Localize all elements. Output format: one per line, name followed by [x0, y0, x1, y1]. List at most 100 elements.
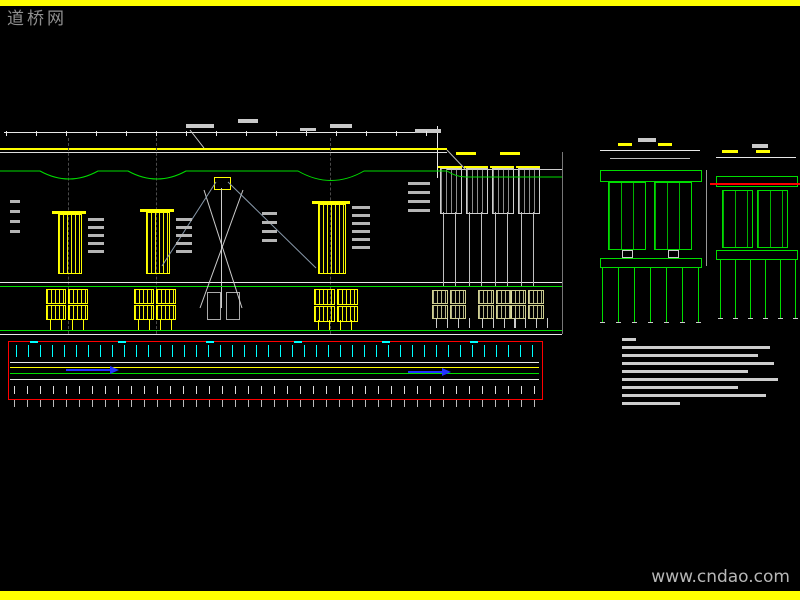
- dim-tick: [246, 131, 247, 136]
- survey-tick: [208, 345, 209, 357]
- survey-tick: [484, 345, 485, 357]
- annotation-stub: [408, 209, 430, 212]
- scale-tick: [235, 400, 236, 407]
- chainage-tick: [469, 386, 470, 394]
- scale-tick: [326, 400, 327, 407]
- chainage-tick: [326, 386, 327, 394]
- annotation-stub: [262, 239, 277, 242]
- survey-tick: [316, 345, 317, 357]
- section-pile-tip: [793, 318, 798, 319]
- scale-tick: [27, 400, 28, 407]
- chainage-tick: [521, 386, 522, 394]
- annotation-stub: [10, 220, 20, 223]
- annotation-stub-yellow: [456, 152, 476, 155]
- chainage-tick: [417, 386, 418, 394]
- annotation-stub: [10, 230, 20, 233]
- dim-leader: [189, 129, 205, 149]
- section2-box-cell-right: [757, 190, 788, 248]
- chainage-tick: [157, 386, 158, 394]
- approach-pier4: [518, 168, 540, 214]
- annotation-stub: [88, 242, 104, 245]
- approach-pier1-bearing: [438, 166, 462, 168]
- approach-pile-stub: [482, 318, 483, 328]
- ground-line-upper-green: [0, 286, 562, 287]
- chainage-tick: [105, 386, 106, 394]
- survey-label-stub: [294, 341, 302, 343]
- chainage-tick: [495, 386, 496, 394]
- survey-tick: [400, 345, 401, 357]
- survey-tick: [160, 345, 161, 357]
- survey-label-stub: [470, 341, 478, 343]
- pier2-cap: [140, 209, 174, 212]
- pier1-pilecap-cell: [68, 305, 88, 320]
- survey-tick: [196, 345, 197, 357]
- chainage-tick: [274, 386, 275, 394]
- scale-tick: [79, 400, 80, 407]
- chainage-tick: [92, 386, 93, 394]
- pier1: [58, 214, 82, 274]
- annotation-stub: [262, 221, 277, 224]
- section-pile: [698, 268, 699, 322]
- note-line: [622, 378, 778, 381]
- scale-tick: [508, 400, 509, 407]
- scale-tick: [261, 400, 262, 407]
- survey-tick: [16, 345, 17, 357]
- section-pile: [765, 260, 766, 318]
- approach-pile-stub: [458, 318, 459, 328]
- girder-haunch-line: [0, 170, 447, 181]
- scale-tick: [456, 400, 457, 407]
- trestle-footing-right: [226, 292, 240, 320]
- annotation-stub: [88, 250, 104, 253]
- chainage-tick: [534, 386, 535, 394]
- main-pile-stub: [329, 320, 330, 330]
- section1-box-cell-left: [608, 182, 646, 250]
- section-pile-tip: [696, 322, 701, 323]
- section-pile: [735, 260, 736, 318]
- annotation-stub: [176, 234, 192, 237]
- approach-pilecap-cell: [478, 305, 494, 319]
- survey-label-stub: [118, 341, 126, 343]
- approach-pier2-bearing: [464, 166, 488, 168]
- chainage-tick: [183, 386, 184, 394]
- survey-tick: [508, 345, 509, 357]
- survey-tick: [64, 345, 65, 357]
- survey-tick: [172, 345, 173, 357]
- chainage-tick: [300, 386, 301, 394]
- scale-tick: [352, 400, 353, 407]
- survey-tick: [280, 345, 281, 357]
- approach-pier4-bearing: [516, 166, 540, 168]
- scale-tick: [170, 400, 171, 407]
- section1-dim-line-1: [600, 150, 700, 151]
- chainage-tick: [222, 386, 223, 394]
- dim-tick: [396, 131, 397, 136]
- scale-tick: [417, 400, 418, 407]
- annotation-stub: [262, 230, 277, 233]
- approach-pile-stub: [447, 318, 448, 328]
- bottom-frame-bar: [0, 591, 800, 600]
- approach-pier-leg: [533, 212, 534, 286]
- dim-tick: [186, 131, 187, 136]
- chainage-tick: [53, 386, 54, 394]
- note-line: [622, 362, 774, 365]
- scale-tick: [430, 400, 431, 407]
- annotation-stub: [176, 218, 192, 221]
- pier2-pilecap-cell: [156, 305, 176, 320]
- survey-tick: [388, 345, 389, 357]
- section1-box-cell-right: [654, 182, 692, 250]
- section-pile: [720, 260, 721, 318]
- annotation-stub: [408, 191, 430, 194]
- dim-tick: [36, 131, 37, 136]
- chainage-tick: [118, 386, 119, 394]
- section-pile: [602, 268, 603, 322]
- flow-arrow-left-shaft: [66, 369, 110, 371]
- approach-pilecap-cell: [528, 305, 544, 319]
- main-pile-stub: [340, 320, 341, 330]
- survey-tick: [88, 345, 89, 357]
- approach-pier-leg: [443, 212, 444, 286]
- main-pile-stub: [351, 320, 352, 330]
- survey-tick: [124, 345, 125, 357]
- chainage-tick: [508, 386, 509, 394]
- chainage-tick: [456, 386, 457, 394]
- annotation-stub: [352, 222, 370, 225]
- approach-pier-leg: [521, 212, 522, 286]
